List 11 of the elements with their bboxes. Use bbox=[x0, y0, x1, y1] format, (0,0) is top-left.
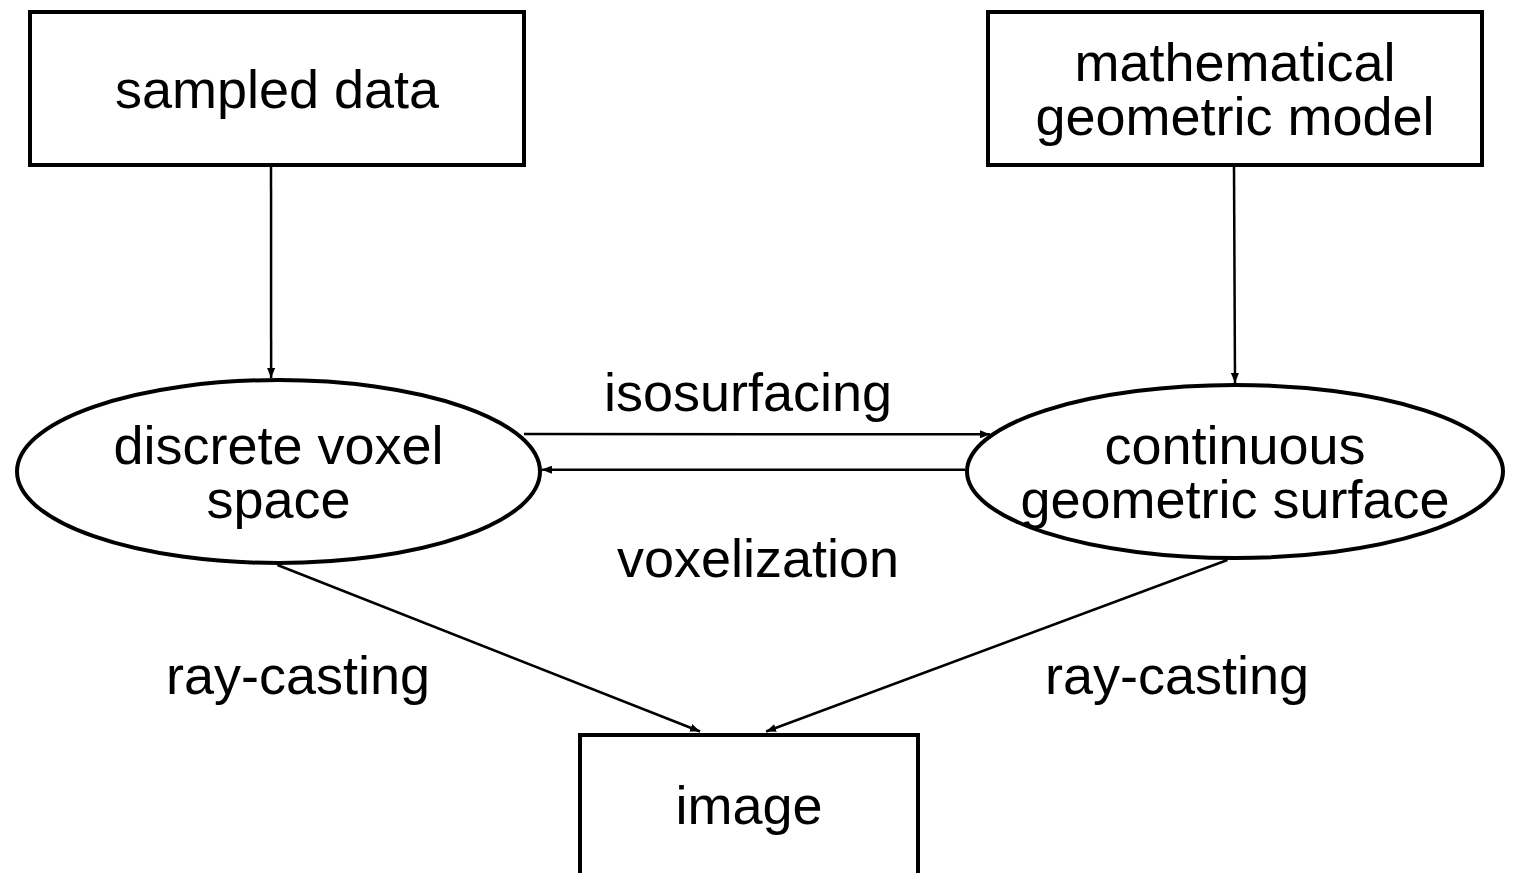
arrow bbox=[1230, 167, 1239, 383]
process-ellipse bbox=[965, 383, 1505, 560]
arrow bbox=[541, 465, 966, 474]
process-box bbox=[986, 10, 1484, 167]
process-box bbox=[28, 10, 526, 167]
arrow bbox=[277, 563, 701, 733]
arrow bbox=[524, 430, 990, 439]
process-ellipse bbox=[15, 378, 542, 565]
process-box bbox=[578, 733, 920, 873]
arrow bbox=[765, 558, 1228, 733]
arrow bbox=[267, 167, 276, 379]
